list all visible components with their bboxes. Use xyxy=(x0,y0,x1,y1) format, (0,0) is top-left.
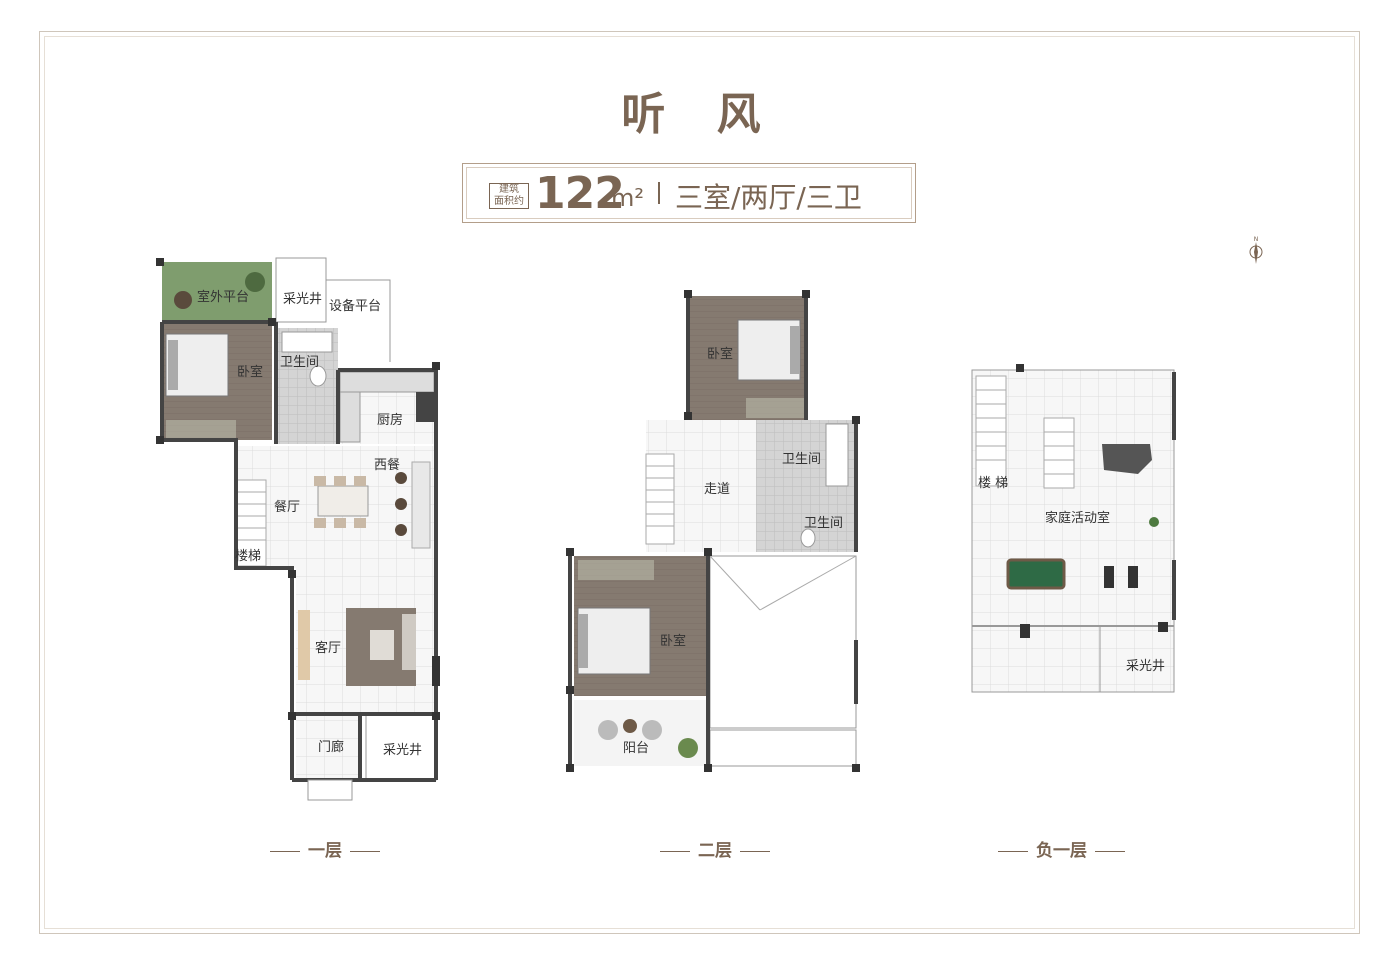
first-floor-walls xyxy=(160,320,438,782)
room-label: 卫生间 xyxy=(782,452,822,467)
room-label: 卫生间 xyxy=(280,355,320,370)
room-label: 卫生间 xyxy=(804,516,844,531)
room-label: 楼 梯 xyxy=(978,476,1009,491)
floor-label-b1: 负一层 xyxy=(990,836,1133,861)
room-label: 采光井 xyxy=(1126,659,1166,674)
room-label: 卧室 xyxy=(660,634,687,649)
room-label: 设备平台 xyxy=(329,299,382,314)
first-floor-plan xyxy=(156,257,440,801)
page-title: 听 风 xyxy=(621,89,779,140)
room-label: 室外平台 xyxy=(197,290,250,305)
room-label: 家庭活动室 xyxy=(1045,511,1111,526)
svg-text:N: N xyxy=(1254,236,1259,243)
piano-icon xyxy=(1102,444,1152,474)
area-info-box: 建筑 面积约 122 m² 三室/两厅/三卫 xyxy=(462,163,916,223)
room-label: 采光井 xyxy=(283,292,323,307)
room-label: 客厅 xyxy=(315,641,342,656)
second-floor-plan xyxy=(566,290,860,772)
room-label: 采光井 xyxy=(383,743,423,758)
room-label: 走道 xyxy=(704,482,731,497)
floor-label-2f: 二层 xyxy=(652,836,778,861)
north-arrow-icon: N xyxy=(1249,236,1263,264)
room-label: 楼梯 xyxy=(235,549,262,564)
room-label: 卧室 xyxy=(237,365,264,380)
page-frame xyxy=(39,31,1360,934)
pool-table-icon xyxy=(1006,558,1066,590)
room-label: 卧室 xyxy=(707,347,734,362)
floor-label-1f: 一层 xyxy=(262,836,388,861)
basement-plan xyxy=(971,364,1176,693)
room-label: 厨房 xyxy=(377,413,404,428)
room-label: 门廊 xyxy=(318,740,345,755)
room-label: 西餐 xyxy=(374,458,401,473)
room-label: 餐厅 xyxy=(274,500,301,515)
second-floor-walls xyxy=(568,290,858,770)
room-label: 阳台 xyxy=(623,741,650,756)
